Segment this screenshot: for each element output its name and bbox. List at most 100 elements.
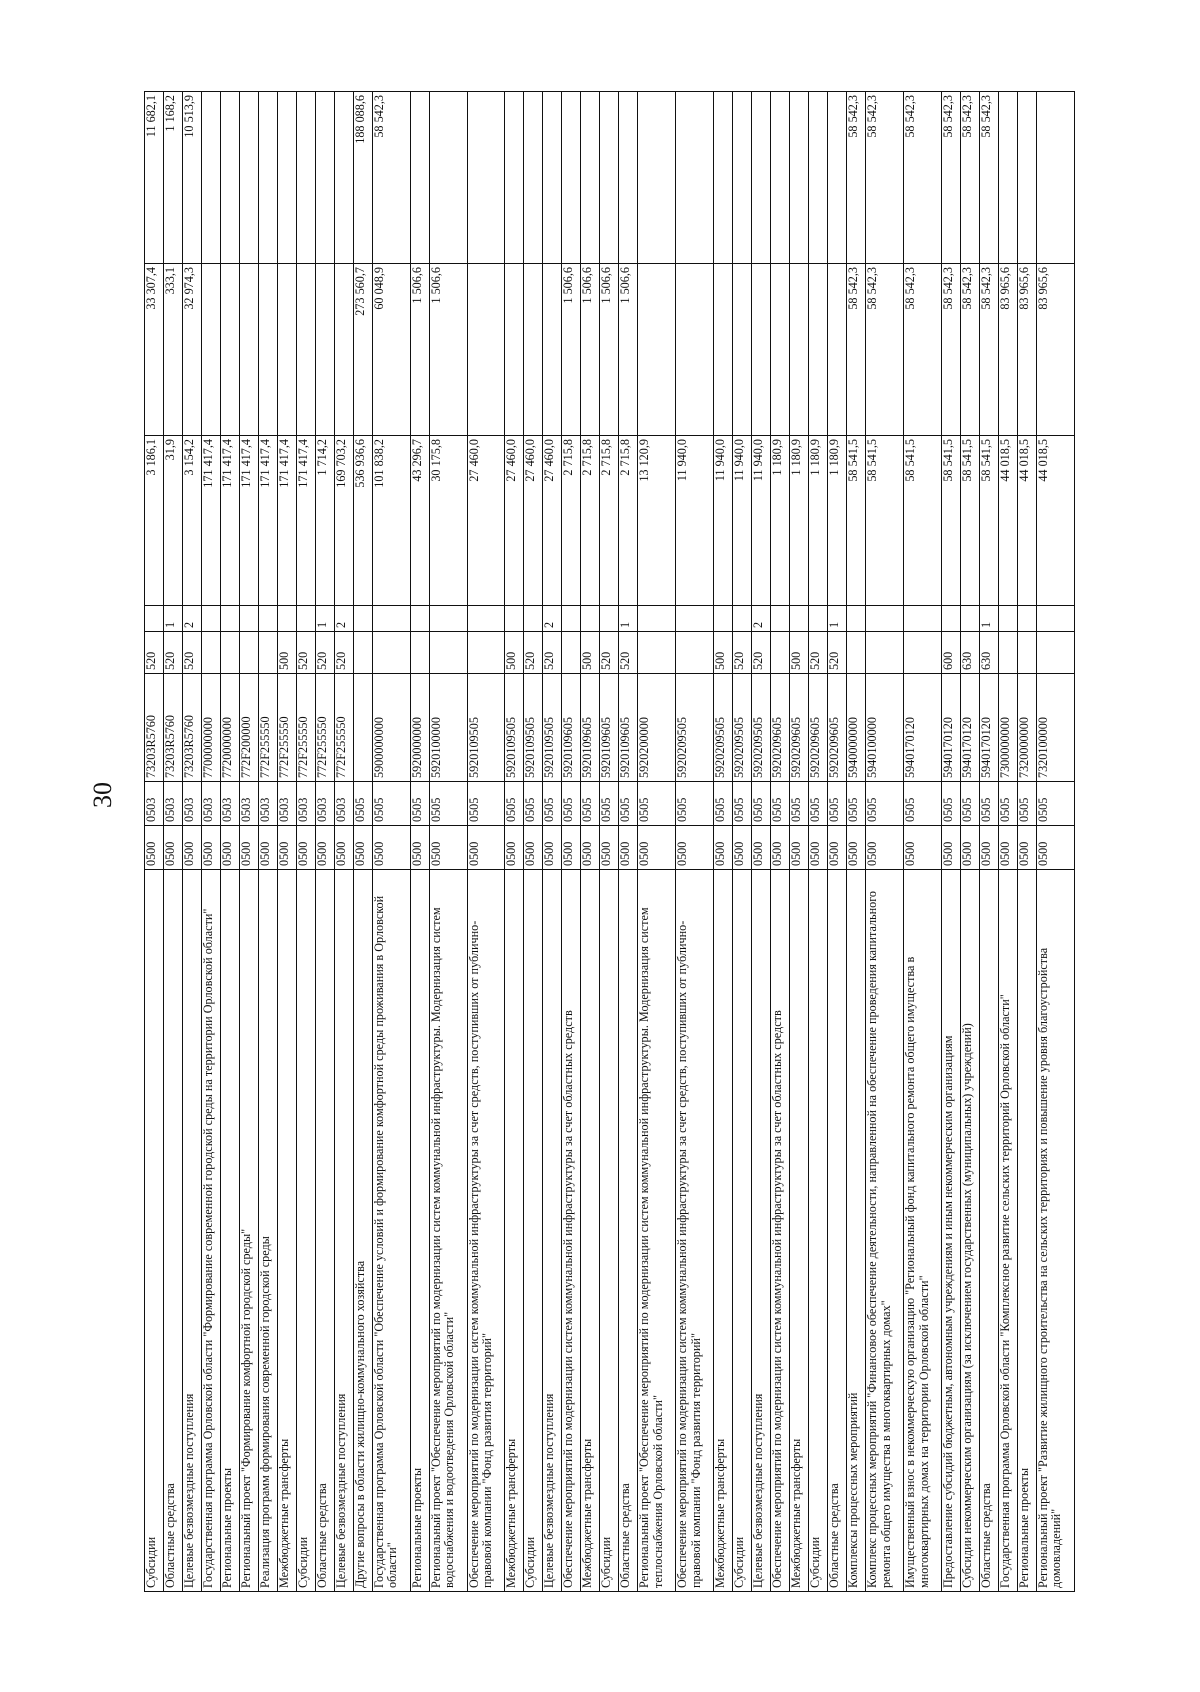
amount-year-2-cell: 83 965,6 [1017,263,1037,436]
amount-year-2-cell [637,263,676,436]
target-article-code-cell: 5920109505 [504,673,524,782]
subsection-code-cell: 0505 [865,781,904,826]
amount-year-2-cell [827,263,847,436]
amount-year-2-cell [334,263,354,436]
amount-year-2-cell: 58 542,3 [903,263,942,436]
funding-source-code-cell [504,605,524,632]
subsection-code-cell: 0503 [144,781,164,826]
subsection-code-cell: 0505 [504,781,524,826]
subsection-code-cell: 0505 [580,781,600,826]
amount-year-2-cell: 32 974,3 [182,263,202,436]
amount-year-2-cell [789,263,809,436]
target-article-code-cell: 5920109505 [523,673,543,782]
amount-year-2-cell [808,263,828,436]
section-code-cell: 0500 [258,825,278,870]
row-name-cell: Государственная программа Орловской обла… [372,869,411,1592]
row-name-cell: Межбюджетные трансферты [789,869,809,1592]
subsection-code-cell: 0505 [429,781,467,826]
table-row: Государственная программа Орловской обла… [372,91,411,1592]
funding-source-code-cell [239,605,259,632]
amount-year-2-cell: 1 506,6 [580,263,600,436]
funding-source-code-cell [258,605,278,632]
amount-year-3-cell [467,91,505,264]
section-code-cell: 0500 [467,825,505,870]
target-article-code-cell: 5920000000 [410,673,430,782]
amount-year-3-cell [561,91,581,264]
target-article-code-cell: 772F255550 [315,673,335,782]
expense-type-code-cell: 520 [599,631,619,674]
expense-type-code-cell [1036,631,1075,674]
amount-year-2-cell [770,263,790,436]
amount-year-1-cell: 101 838,2 [372,435,411,606]
expense-type-code-cell: 520 [618,631,638,674]
amount-year-2-cell: 1 506,6 [429,263,467,436]
section-code-cell: 0500 [789,825,809,870]
funding-source-code-cell [220,605,240,632]
row-name-cell: Другие вопросы в области жилищно-коммуна… [353,869,373,1592]
expense-type-code-cell [372,631,411,674]
funding-source-code-cell [561,605,581,632]
amount-year-2-cell: 58 542,3 [979,263,999,436]
row-name-cell: Областные средства [618,869,638,1592]
table-row: Реализация программ формирования совреме… [258,91,278,1592]
row-name-cell: Областные средства [827,869,847,1592]
funding-source-code-cell [277,605,297,632]
row-name-cell: Субсидии [808,869,828,1592]
section-code-cell: 0500 [163,825,183,870]
funding-source-code-cell [789,605,809,632]
section-code-cell: 0500 [827,825,847,870]
amount-year-2-cell [258,263,278,436]
expense-type-code-cell [201,631,221,674]
target-article-code-cell: 5920209605 [770,673,790,782]
target-article-code-cell: 73203R5760 [144,673,164,782]
amount-year-3-cell [1017,91,1037,264]
expense-type-code-cell: 520 [523,631,543,674]
target-article-code-cell: 7320000000 [1017,673,1037,782]
amount-year-2-cell: 83 965,6 [998,263,1018,436]
expense-type-code-cell [239,631,259,674]
expense-type-code-cell [258,631,278,674]
amount-year-3-cell [789,91,809,264]
section-code-cell: 0500 [561,825,581,870]
target-article-code-cell: 7720000000 [220,673,240,782]
target-article-code-cell: 5920209605 [789,673,809,782]
amount-year-1-cell: 31,9 [163,435,183,606]
amount-year-1-cell: 171 417,4 [239,435,259,606]
amount-year-2-cell: 58 542,3 [941,263,961,436]
amount-year-3-cell [258,91,278,264]
amount-year-2-cell [542,263,562,436]
subsection-code-cell: 0505 [903,781,942,826]
section-code-cell: 0500 [353,825,373,870]
amount-year-1-cell: 11 940,0 [675,435,714,606]
amount-year-3-cell: 58 542,3 [372,91,411,264]
subsection-code-cell: 0505 [713,781,733,826]
section-code-cell: 0500 [580,825,600,870]
section-code-cell: 0500 [903,825,942,870]
funding-source-code-cell [467,605,505,632]
amount-year-2-cell: 1 506,6 [618,263,638,436]
amount-year-3-cell [618,91,638,264]
row-name-cell: Межбюджетные трансферты [713,869,733,1592]
funding-source-code-cell [353,605,373,632]
amount-year-1-cell: 169 703,2 [334,435,354,606]
subsection-code-cell: 0503 [163,781,183,826]
section-code-cell: 0500 [277,825,297,870]
expense-type-code-cell [410,631,430,674]
funding-source-code-cell [1017,605,1037,632]
subsection-code-cell: 0505 [827,781,847,826]
amount-year-2-cell: 273 560,7 [353,263,373,436]
expense-type-code-cell [429,631,467,674]
table-row: Обеспечение мероприятий по модернизации … [770,91,790,1592]
row-name-cell: Областные средства [163,869,183,1592]
target-article-code-cell: 772F255550 [296,673,316,782]
amount-year-2-cell [751,263,771,436]
amount-year-3-cell: 10 513,9 [182,91,202,264]
amount-year-2-cell [296,263,316,436]
target-article-code-cell: 5920209505 [751,673,771,782]
